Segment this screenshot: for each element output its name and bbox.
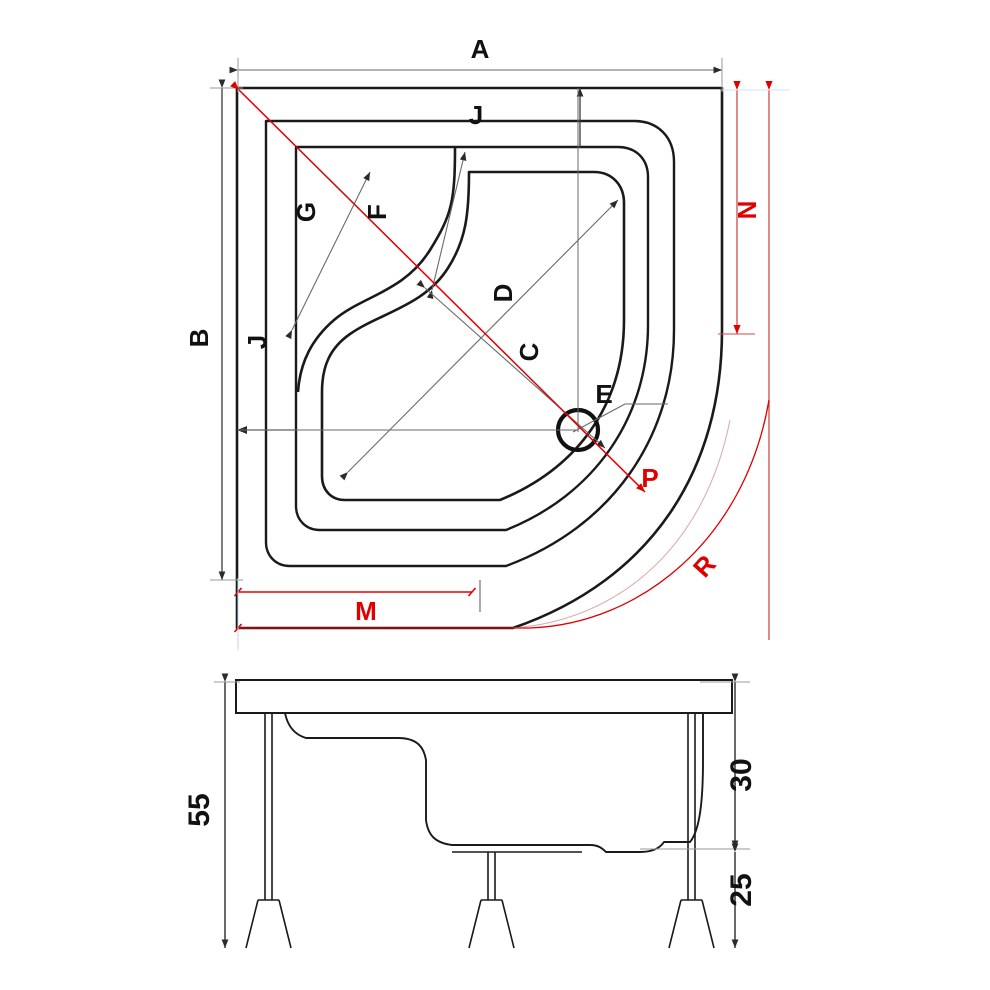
side-tub-profile bbox=[284, 712, 704, 853]
label-A: A bbox=[471, 34, 490, 64]
label-M: M bbox=[355, 596, 377, 626]
label-C: C bbox=[514, 342, 544, 361]
label-J-left: J bbox=[242, 335, 272, 349]
basin-upper-edge bbox=[294, 145, 650, 532]
plan-view: A B J J G F D C E N M P R bbox=[184, 34, 790, 650]
dim-R-arc-inner bbox=[512, 419, 731, 629]
label-N: N bbox=[732, 201, 762, 220]
label-30: 30 bbox=[725, 758, 758, 791]
label-G: G bbox=[291, 202, 321, 222]
tray-outer-outline bbox=[235, 86, 724, 630]
label-25: 25 bbox=[725, 873, 758, 906]
label-J-top: J bbox=[469, 100, 483, 130]
side-leg-center bbox=[468, 852, 515, 949]
label-P: P bbox=[641, 463, 658, 493]
label-F: F bbox=[362, 204, 392, 220]
label-E: E bbox=[595, 379, 612, 409]
side-leg-right bbox=[668, 713, 715, 949]
dim-P-line bbox=[230, 81, 646, 493]
dim-R-arc bbox=[529, 399, 770, 629]
label-R: R bbox=[687, 549, 722, 583]
side-rim-slab bbox=[235, 679, 733, 714]
label-D: D bbox=[488, 284, 518, 303]
elevation-view: 55 30 25 bbox=[183, 673, 758, 949]
label-B: B bbox=[184, 329, 214, 348]
side-leg-left bbox=[245, 713, 292, 949]
label-55: 55 bbox=[183, 793, 216, 826]
dim-G-line bbox=[285, 171, 371, 340]
